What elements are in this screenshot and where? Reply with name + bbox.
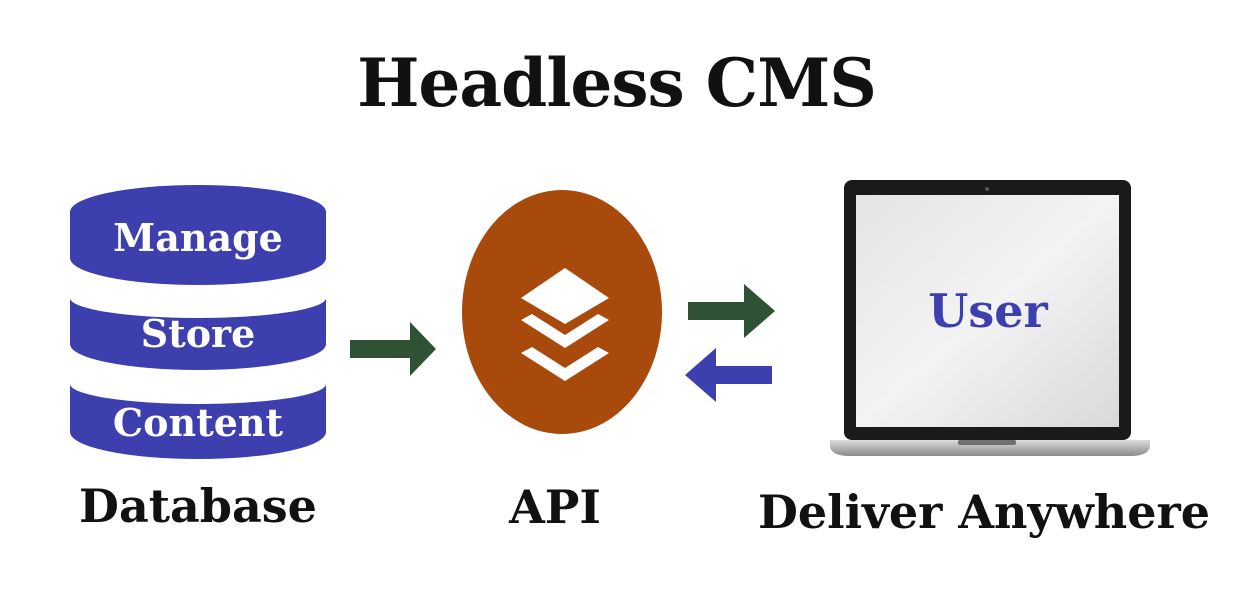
database-segment-content: Content bbox=[70, 384, 326, 459]
laptop-screen bbox=[856, 195, 1119, 427]
database-segment-label: Store bbox=[141, 311, 256, 356]
deliver-anywhere-caption: Deliver Anywhere bbox=[758, 485, 1210, 539]
arrow-right-icon bbox=[350, 322, 436, 376]
database-segment-label: Content bbox=[113, 400, 284, 445]
database-stack: Manage Store Content bbox=[70, 185, 326, 459]
database-segment-label: Manage bbox=[113, 215, 283, 260]
arrow-left-icon bbox=[685, 348, 772, 402]
layers-icon bbox=[521, 268, 609, 381]
laptop-icon bbox=[830, 180, 1150, 456]
api-node bbox=[462, 190, 662, 434]
user-label: User bbox=[928, 284, 1048, 338]
api-caption: API bbox=[508, 480, 601, 534]
diagram-title: Headless CMS bbox=[357, 44, 877, 122]
database-caption: Database bbox=[79, 479, 317, 533]
arrow-right-icon bbox=[688, 284, 775, 338]
database-segment-store: Store bbox=[70, 298, 326, 370]
database-segment-manage: Manage bbox=[70, 185, 326, 285]
